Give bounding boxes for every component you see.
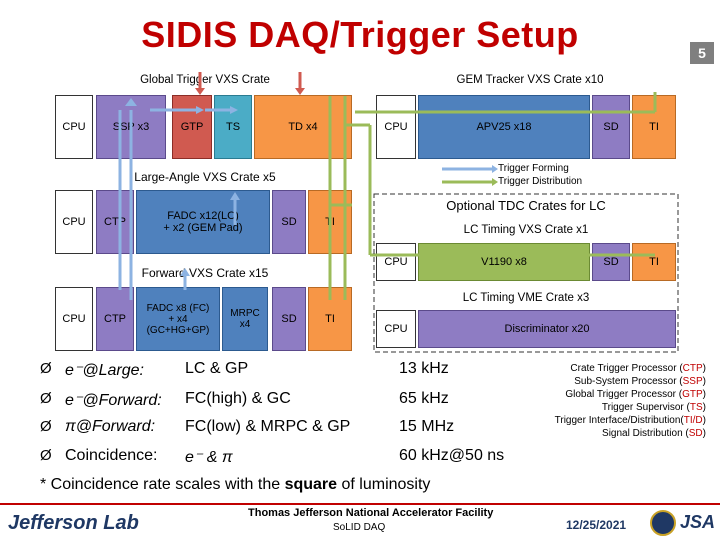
- bullet-marker: Ø: [40, 360, 52, 377]
- bullet-item: Ø Coincidence: e⁻ & π 60 kHz@50 ns: [40, 447, 540, 471]
- large-ctp: CTP: [96, 190, 134, 254]
- legend-distribution: Trigger Distribution: [498, 176, 583, 187]
- bullet-name: Coincidence:: [65, 447, 158, 464]
- bullet-marker: Ø: [40, 418, 52, 435]
- role-item: Signal Distribution (SD): [602, 428, 706, 439]
- discriminator-module: Discriminator x20: [418, 310, 676, 348]
- bullet-item: Ø e⁻@Forward: FC(high) & GC 65 kHz: [40, 390, 540, 414]
- doe-seal-icon: [650, 510, 676, 536]
- bullet-name: e⁻@Forward:: [65, 392, 162, 409]
- large-sd: SD: [272, 190, 306, 254]
- forward-mrpc: MRPC x4: [222, 287, 268, 351]
- bullet-rate: 15 MHz: [399, 418, 455, 435]
- bullet-rate: 13 kHz: [399, 360, 449, 377]
- td-module: TD x4: [254, 95, 352, 159]
- role-item: Crate Trigger Processor (CTP): [570, 363, 706, 374]
- role-legend: Crate Trigger Processor (CTP) Sub-System…: [480, 362, 706, 440]
- bullet-marker: Ø: [40, 390, 52, 407]
- global-cpu: CPU: [55, 95, 93, 159]
- bullet-marker: Ø: [40, 447, 52, 464]
- large-cpu: CPU: [55, 190, 93, 254]
- large-fadc: FADC x12(LC) + x2 (GEM Pad): [136, 190, 270, 254]
- role-item: Sub-System Processor (SSP): [574, 376, 706, 387]
- lc-vme-label: LC Timing VME Crate x3: [462, 292, 590, 304]
- bullet-desc: e⁻ & π: [185, 449, 233, 466]
- role-item: Trigger Supervisor (TS): [601, 402, 706, 413]
- v1190-module: V1190 x8: [418, 243, 590, 281]
- bullet-item: Ø e⁻@Large: LC & GP 13 kHz: [40, 360, 540, 384]
- lc-vxs-ti: TI: [632, 243, 676, 281]
- bullet-rate: 65 kHz: [399, 390, 449, 407]
- slide-date: 12/25/2021: [566, 518, 627, 532]
- footnote: * Coincidence rate scales with the squar…: [40, 476, 431, 493]
- legend-lines: [442, 165, 498, 186]
- lc-vxs-label: LC Timing VXS Crate x1: [463, 224, 589, 236]
- bullet-rate: 60 kHz@50 ns: [399, 447, 505, 464]
- gem-sd-module: SD: [592, 95, 630, 159]
- tdc-title: Optional TDC Crates for LC: [446, 198, 606, 213]
- slide-number: 5: [690, 42, 714, 64]
- forward-cpu: CPU: [55, 287, 93, 351]
- bullet-desc: LC & GP: [185, 360, 249, 377]
- large-angle-label: Large-Angle VXS Crate x5: [134, 170, 276, 184]
- role-item: Trigger Interface/Distribution(TI/D): [554, 415, 706, 426]
- legend-forming: Trigger Forming: [498, 163, 569, 174]
- lc-vme-cpu: CPU: [376, 310, 416, 348]
- bullet-item: Ø π@Forward: FC(low) & MRPC & GP 15 MHz: [40, 418, 540, 442]
- jefferson-lab-logo: Jefferson Lab: [8, 512, 139, 534]
- gem-crate-label: GEM Tracker VXS Crate x10: [456, 74, 604, 86]
- bullet-desc: FC(low) & MRPC & GP: [185, 418, 351, 435]
- role-item: Global Trigger Processor (GTP): [565, 389, 706, 400]
- forward-sd: SD: [272, 287, 306, 351]
- gem-cpu: CPU: [376, 95, 416, 159]
- ts-module: TS: [214, 95, 252, 159]
- bullet-name: π@Forward:: [65, 418, 156, 435]
- jsa-logo: JSA: [680, 512, 716, 532]
- lc-vxs-sd: SD: [592, 243, 630, 281]
- slide-title: SIDIS DAQ/Trigger Setup: [141, 14, 579, 55]
- global-crate-label: Global Trigger VXS Crate: [140, 74, 270, 86]
- forward-fadc: FADC x8 (FC) + x4 (GC+HG+GP): [136, 287, 220, 351]
- apv-module: APV25 x18: [418, 95, 590, 159]
- lc-vxs-cpu: CPU: [376, 243, 416, 281]
- bullet-desc: FC(high) & GC: [185, 390, 291, 407]
- footer: [0, 503, 720, 542]
- forward-ctp: CTP: [96, 287, 134, 351]
- gtp-module: GTP: [172, 95, 212, 159]
- project-name: SoLID DAQ: [333, 522, 386, 533]
- bullet-name: e⁻@Large:: [65, 362, 144, 379]
- forward-label: Forward VXS Crate x15: [141, 266, 269, 280]
- facility-name: Thomas Jefferson National Accelerator Fa…: [248, 507, 494, 519]
